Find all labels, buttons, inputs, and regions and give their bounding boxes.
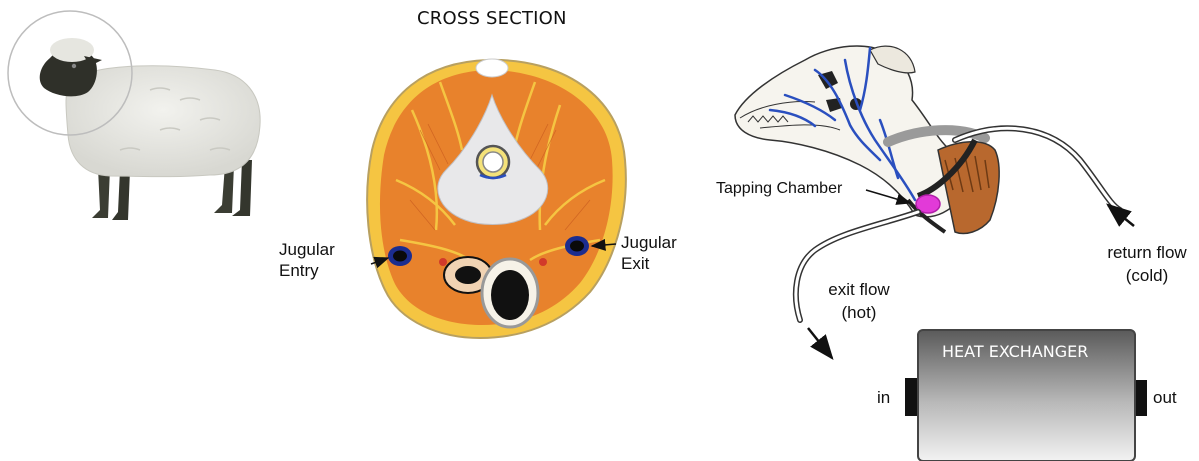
return-flow-label-line2: (cold) [1092, 266, 1199, 286]
neck-cross-section [367, 59, 626, 338]
cross-section-title: CROSS SECTION [417, 9, 567, 30]
jugular-exit-label-line1: Jugular [621, 233, 677, 253]
heat-exchanger-title: HEAT EXCHANGER [942, 343, 1088, 361]
exit-flow-label-line1: exit flow [809, 280, 909, 300]
tapping-chamber-label: Tapping Chamber [716, 180, 842, 198]
jugular-entry-label-line1: Jugular [279, 240, 335, 260]
heat-exchanger-in-label: in [877, 388, 890, 408]
sheep-illustration [8, 11, 260, 220]
jugular-entry-label-line2: Entry [279, 261, 319, 281]
heat-exchanger-out-label: out [1153, 388, 1177, 408]
exit-flow-arrow [808, 328, 832, 358]
jugular-exit-label-line2: Exit [621, 254, 649, 274]
exit-flow-label-line2: (hot) [809, 303, 909, 323]
return-flow-label-line1: return flow [1092, 243, 1199, 263]
sheep-head-illustration [735, 46, 1134, 358]
